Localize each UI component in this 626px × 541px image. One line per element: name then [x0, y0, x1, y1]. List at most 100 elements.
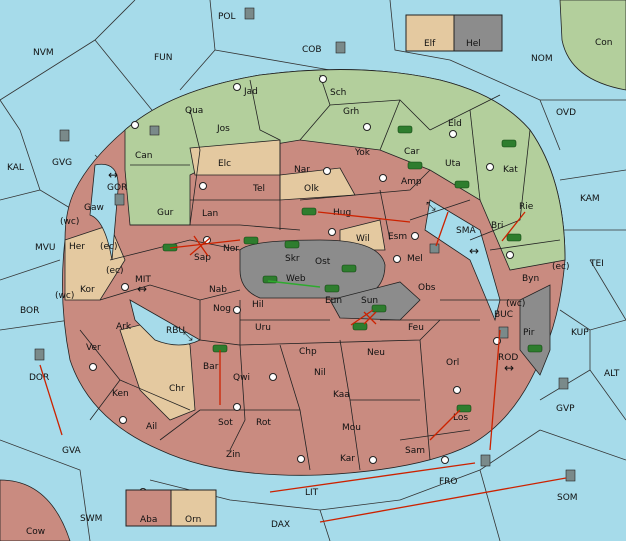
- sea-label-mit: MIT: [135, 275, 151, 285]
- territory-label-bri: Bri: [491, 221, 503, 231]
- army-unit-icon[interactable]: [284, 240, 300, 249]
- sea-label-swm: SWM: [80, 514, 102, 524]
- legend-aba-label: Aba: [140, 515, 157, 525]
- coast-marker: (ec): [106, 266, 124, 276]
- order-arrows: [39, 211, 567, 523]
- territory-label-bar: Bar: [203, 362, 219, 372]
- army-unit-icon[interactable]: [454, 180, 470, 189]
- army-unit-icon[interactable]: [501, 139, 517, 148]
- legend-elf-swatch: [405, 14, 455, 52]
- sea-label-gvg: GVG: [52, 158, 72, 168]
- sea-label-gaw: Gaw: [84, 203, 104, 213]
- territory-sun[interactable]: [329, 281, 421, 321]
- fleet-icon[interactable]: [149, 125, 160, 136]
- sea-label-mvu: MVU: [35, 243, 56, 253]
- sea-label-kup: KUP: [571, 328, 589, 338]
- fleet-icon[interactable]: [558, 377, 569, 390]
- legend-orn-label: Orn: [185, 515, 201, 525]
- coast-marker: (ec): [552, 262, 570, 272]
- fleet-icon[interactable]: [114, 193, 125, 206]
- territory-label-grh: Grh: [343, 107, 359, 117]
- sea-label-sma: SMA: [456, 226, 476, 236]
- territory-center[interactable]: [239, 239, 386, 299]
- territory-label-orl: Orl: [446, 358, 459, 368]
- territory-label-rot: Rot: [256, 418, 271, 428]
- army-unit-icon[interactable]: [243, 236, 259, 245]
- channel-arrows: ↔ ↔ ⤡ ⤡ ↔ ↔: [108, 168, 514, 375]
- sea-sma[interactable]: [424, 199, 501, 322]
- fleet-icon[interactable]: [34, 348, 45, 361]
- territory-label-mel: Mel: [407, 254, 423, 264]
- fleet-icon[interactable]: [498, 326, 509, 339]
- bidirectional-arrow-icon: ⤡: [426, 199, 436, 213]
- territory-label-feu: Feu: [408, 323, 424, 333]
- units: [162, 125, 543, 413]
- territory-label-wil: Wil: [356, 234, 370, 244]
- territory-label-jad: Jad: [243, 87, 258, 97]
- fleet-icon[interactable]: [59, 129, 70, 142]
- sea-label-rod: ROD: [498, 353, 518, 363]
- territory-label-zin: Zin: [226, 450, 240, 460]
- sea-label-bor: BOR: [20, 306, 39, 316]
- bidirectional-arrow-icon: ↔: [469, 244, 479, 258]
- legend: Elf Hel Aba Orn: [125, 14, 503, 527]
- legend-elf-label: Elf: [424, 39, 436, 49]
- territory-label-nog: Nog: [213, 304, 231, 314]
- army-unit-icon[interactable]: [352, 322, 368, 331]
- territory-label-car: Car: [404, 147, 420, 157]
- territory-label-elc: Elc: [218, 159, 231, 169]
- fleet-icon[interactable]: [429, 243, 440, 254]
- territory-label-jos: Jos: [216, 124, 230, 134]
- territory-label-mou: Mou: [342, 423, 361, 433]
- landmass-north-green: [124, 69, 566, 271]
- territory-pir[interactable]: [519, 284, 551, 376]
- territory-label-chr: Chr: [169, 384, 185, 394]
- bidirectional-arrow-icon: ↔: [108, 168, 118, 182]
- territory-label-uta: Uta: [445, 159, 461, 169]
- territory-label-can: Can: [135, 151, 153, 161]
- sea-labels: POL NVM FUN COB NOM KAL GVG OVD KAM MVU …: [7, 12, 620, 537]
- sea-label-pol: POL: [218, 12, 236, 22]
- sea-label-dor: DOR: [29, 373, 49, 383]
- army-unit-icon[interactable]: [407, 161, 423, 170]
- territory-label-ost: Ost: [315, 257, 331, 267]
- territory-label-hug: Hug: [333, 208, 351, 218]
- territory-label-skr: Skr: [285, 254, 300, 264]
- fleet-icon[interactable]: [480, 454, 491, 467]
- bidirectional-arrow-icon: ↔: [137, 282, 147, 296]
- army-unit-icon[interactable]: [341, 264, 357, 273]
- sea-label-tei: TEI: [589, 259, 604, 269]
- territory-label-eld: Eld: [448, 119, 462, 129]
- territory-label-web: Web: [286, 274, 306, 284]
- sea-label-alt: ALT: [604, 369, 620, 379]
- fleet-icon[interactable]: [244, 7, 255, 20]
- army-unit-icon[interactable]: [506, 233, 522, 242]
- coast-marker: (wc): [55, 291, 74, 301]
- army-unit-icon[interactable]: [371, 304, 387, 313]
- territory-label-nar: Nar: [294, 165, 310, 175]
- sea-gor[interactable]: [89, 163, 119, 261]
- territory-label-qwi: Qwi: [233, 373, 250, 383]
- coast-marker: (ec): [100, 242, 118, 252]
- territory-label-obs: Obs: [418, 283, 436, 293]
- army-unit-icon[interactable]: [324, 284, 340, 293]
- territory-label-yok: Yok: [354, 148, 371, 158]
- coast-marker: (wc): [60, 217, 79, 227]
- army-unit-icon[interactable]: [397, 125, 413, 134]
- fleet-icon[interactable]: [335, 41, 346, 54]
- sea-label-pir: Pir: [523, 328, 535, 338]
- territory-label-sun: Sun: [361, 296, 378, 306]
- sea-label-buc: BUC: [494, 310, 513, 320]
- army-unit-icon[interactable]: [301, 207, 317, 216]
- sea-label-kal: KAL: [7, 163, 24, 173]
- sea-label-gor: GOR: [107, 183, 127, 193]
- territory-label-lan: Lan: [202, 209, 218, 219]
- army-unit-icon[interactable]: [527, 344, 543, 353]
- territory-label-olk: Olk: [304, 184, 320, 194]
- legend-aba-swatch: [125, 489, 172, 527]
- army-unit-icon[interactable]: [456, 404, 472, 413]
- fleet-icon[interactable]: [565, 469, 576, 482]
- territory-label-her: Her: [69, 242, 85, 252]
